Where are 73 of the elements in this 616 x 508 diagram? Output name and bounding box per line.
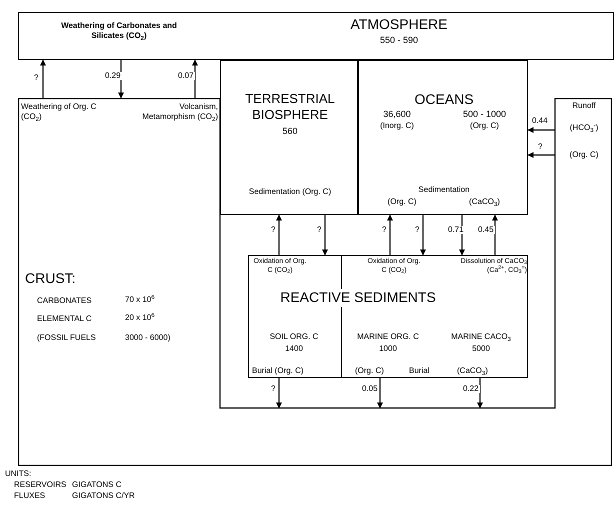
reservoir-title: TERRESTRIAL BIOSPHERE xyxy=(244,91,336,124)
flux-value: 0.07 xyxy=(177,72,195,80)
process-label: Volcanism, Metamorphism (CO$_{2}$) xyxy=(141,102,218,122)
reservoir-value: 36,600 xyxy=(382,109,412,120)
reservoir-value: 550 - 590 xyxy=(378,34,420,47)
flux-arrow xyxy=(276,378,282,408)
flux-value: ? xyxy=(537,143,544,151)
flux-arrow xyxy=(377,378,383,408)
process-label: Runoff xyxy=(571,101,597,111)
reservoir-title: ATMOSPHERE xyxy=(350,16,448,34)
reservoir-value: 20 x 10$^{6}$ xyxy=(125,312,156,324)
process-label: Burial xyxy=(409,366,430,376)
flux-species: (CaCO$_{3}$) xyxy=(457,366,489,376)
reservoir-value: 70 x 10$^{6}$ xyxy=(125,294,156,306)
unit-category: FLUXES xyxy=(14,491,46,501)
reservoir-box xyxy=(358,60,528,215)
flux-arrow xyxy=(528,127,555,133)
reservoir-box xyxy=(248,255,528,378)
reservoir-value: 5000 xyxy=(471,343,491,355)
process-label: Weathering of Carbonates and Silicates (CO$_{2}$) xyxy=(60,21,178,41)
flux-value: ? xyxy=(270,226,276,234)
flux-species: (Org. C) xyxy=(568,150,600,160)
reservoir-value: 560 xyxy=(281,125,299,138)
flux-species: (Org. C) xyxy=(355,366,385,376)
unit-category: RESERVOIRS xyxy=(14,480,68,490)
reservoir-value: 3000 - 6000) xyxy=(125,333,172,343)
flux-arrow xyxy=(528,152,555,158)
reservoir-title: CRUST: xyxy=(25,270,77,288)
flux-value: ? xyxy=(381,226,388,234)
reservoir-title: OCEANS xyxy=(413,91,475,108)
reservoir-box xyxy=(220,60,358,215)
process-label: Sedimentation xyxy=(417,185,471,195)
flux-species: (CaCO$_{3}$) xyxy=(468,197,501,207)
flux-value: 0.05 xyxy=(361,385,379,393)
reservoir-name: ELEMENTAL C xyxy=(37,314,93,324)
flux-value: 0.44 xyxy=(531,117,549,125)
reservoir-value: 1400 xyxy=(284,343,304,355)
flux-arrow xyxy=(477,378,483,408)
flux-arrow xyxy=(118,60,124,98)
flux-species: (Org. C) xyxy=(386,197,418,207)
flux-value: 0.45 xyxy=(477,226,495,234)
reservoir-name: MARINE CACO$_{3}$ xyxy=(450,332,512,342)
flux-value: ? xyxy=(270,385,276,393)
units-heading: UNITS: xyxy=(5,469,32,479)
flux-arrow xyxy=(322,215,328,256)
unit-value: GIGATONS C xyxy=(72,480,122,490)
reservoir-value: 500 - 1000 xyxy=(462,109,508,120)
reservoir-box xyxy=(18,12,614,60)
flux-species: (Inorg. C) xyxy=(379,121,415,131)
reservoir-name: SOIL ORG. C xyxy=(268,332,320,342)
flux-value: ? xyxy=(33,74,40,82)
unit-value: GIGATONS C/YR xyxy=(72,491,136,501)
flux-value: 0.71 xyxy=(447,226,465,234)
flux-arrow xyxy=(420,215,426,256)
flux-value: 0.22 xyxy=(462,385,480,393)
reservoir-name: (FOSSIL FUELS xyxy=(37,333,97,343)
reservoir-value: 1000 xyxy=(378,343,398,355)
reservoir-name: MARINE ORG. C xyxy=(356,332,420,342)
flux-value: ? xyxy=(316,226,322,234)
reservoir-name: CARBONATES xyxy=(37,296,93,306)
flux-value: ? xyxy=(414,226,420,234)
flux-arrow xyxy=(459,215,465,256)
flux-species: (Org. C) xyxy=(469,121,500,131)
process-label: Sedimentation (Org. C) xyxy=(248,187,332,197)
process-label: Weathering of Org. C (CO$_{2}$) xyxy=(21,102,98,122)
flux-value: 0.29 xyxy=(104,72,122,80)
flux-species: Burial (Org. C) xyxy=(252,366,305,376)
flux-arrow xyxy=(276,214,282,255)
flux-species: (HCO$_{3}$$^{-}$) xyxy=(568,123,600,133)
flux-arrow xyxy=(492,214,498,255)
flux-arrow xyxy=(40,60,46,98)
flux-arrow xyxy=(192,60,198,98)
flux-arrow xyxy=(387,214,393,255)
